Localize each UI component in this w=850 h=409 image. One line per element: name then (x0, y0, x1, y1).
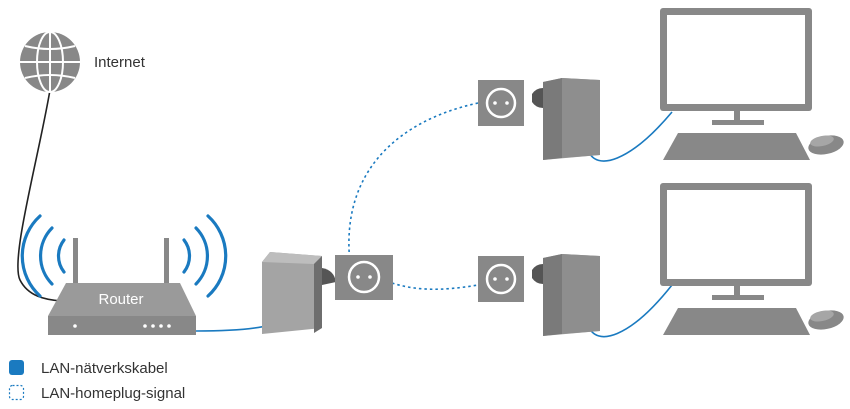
mouse-icon (808, 135, 844, 155)
legend-homeplug-swatch (8, 384, 25, 401)
computer-bottom (660, 183, 844, 335)
keyboard-icon (663, 133, 810, 160)
power-socket-icon-left (335, 255, 393, 300)
pc-bottom-cable (587, 284, 673, 338)
legend-cable-label: LAN-nätverkskabel (41, 360, 168, 377)
legend-homeplug-label: LAN-homeplug-signal (41, 385, 185, 402)
homeplug-signal-bottom (391, 282, 479, 291)
legend: LAN-nätverkskabel LAN-homeplug-signal (8, 360, 185, 402)
power-socket-icon-bottom (478, 256, 524, 302)
monitor-icon (660, 183, 812, 300)
router-label: Router (98, 291, 143, 308)
router-icon (48, 238, 196, 335)
computer-top (660, 8, 844, 160)
keyboard-icon (663, 308, 810, 335)
internet-label: Internet (94, 54, 146, 71)
homeplug-signal-top (348, 102, 479, 264)
powerline-adapter-icon-left (262, 252, 336, 334)
globe-icon (20, 31, 80, 93)
wifi-signal-icon (20, 214, 228, 298)
monitor-icon (660, 8, 812, 125)
power-socket-icon-top (478, 80, 524, 126)
powerline-adapter-icon-top (532, 78, 600, 160)
pc-top-cable (587, 111, 673, 162)
router-cable (195, 324, 271, 332)
legend-cable-swatch (9, 360, 24, 375)
mouse-icon (808, 310, 844, 330)
powerline-adapter-icon-bottom (532, 254, 600, 336)
